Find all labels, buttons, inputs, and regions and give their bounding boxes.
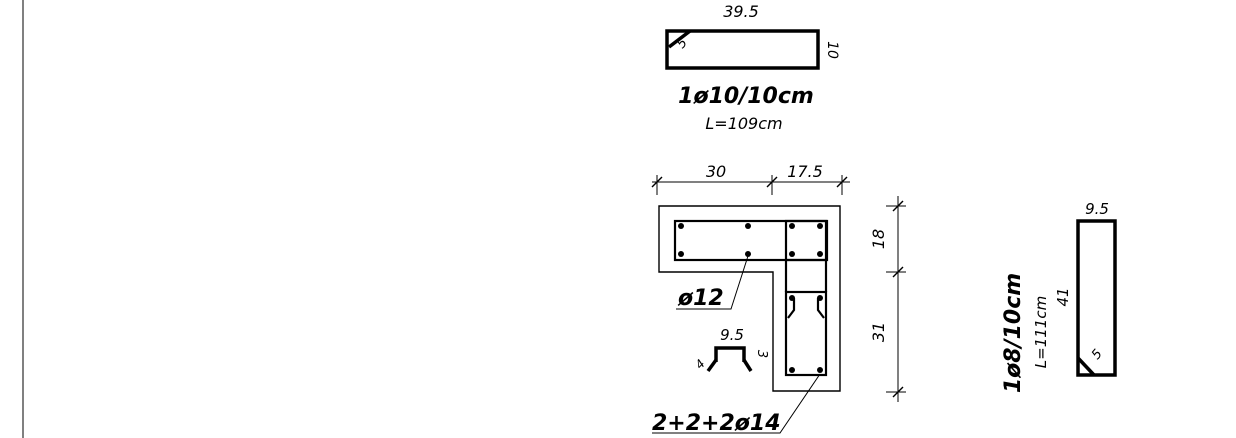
bar-label-leader <box>676 255 749 310</box>
section-stirrup-top <box>673 219 829 262</box>
section-dim-right: 17.5 <box>787 162 823 181</box>
section-stirrup-upper-vertical <box>784 219 828 262</box>
rebar-dot <box>817 295 823 301</box>
section-right-dimension: 18 31 <box>869 196 906 402</box>
cross-tie-left-hook <box>706 358 718 373</box>
rebar-dot <box>789 223 795 229</box>
right-stirrup-spec: 1ø8/10cm <box>1001 273 1026 393</box>
top-stirrup-total-length: L=109cm <box>705 114 782 133</box>
top-stirrup-height-label: 10 <box>824 41 840 59</box>
right-stirrup-shape <box>1076 219 1117 377</box>
rebar-dot <box>789 367 795 373</box>
section-dim-upper: 18 <box>869 229 888 249</box>
rebar-dot <box>817 223 823 229</box>
right-stirrup-hook-label: 5 <box>1089 347 1106 363</box>
rebar-dot <box>817 367 823 373</box>
rebar-dot <box>745 223 751 229</box>
cross-tie-detail: 9.5 3 4 <box>693 326 769 373</box>
cross-tie-shape <box>714 346 746 362</box>
right-stirrup-hook <box>1076 356 1096 377</box>
rebar-dot <box>678 223 684 229</box>
section-detail: 30 17.5 18 31 <box>651 162 906 436</box>
right-stirrup-height-label: 41 <box>1054 287 1072 306</box>
section-bottom-label: 2+2+2ø14 <box>652 411 781 436</box>
section-top-dimension: 30 17.5 <box>651 162 850 195</box>
section-cross-tie-hook-right <box>816 298 825 319</box>
rebar-dot <box>789 295 795 301</box>
section-dim-lower: 31 <box>869 322 888 342</box>
section-cross-tie-hook-left <box>787 298 796 319</box>
section-outline <box>658 205 841 392</box>
cross-tie-right-hook <box>742 359 753 372</box>
section-bar-label: ø12 <box>677 286 724 311</box>
rebar-dot <box>678 251 684 257</box>
top-stirrup: 39.5 10 5 1ø10/10cm L=109cm <box>665 2 840 133</box>
rebar-dot <box>789 251 795 257</box>
top-stirrup-spec: 1ø10/10cm <box>678 84 814 109</box>
top-stirrup-length-label: 39.5 <box>723 2 759 21</box>
right-stirrup-total-length: L=111cm <box>1032 296 1050 368</box>
cross-tie-hook-label: 3 <box>754 350 769 358</box>
section-dim-left: 30 <box>706 162 726 181</box>
top-stirrup-shape <box>665 29 820 70</box>
top-stirrup-hook <box>667 29 692 49</box>
cross-tie-side-label: 4 <box>693 357 708 372</box>
bottom-label-leader <box>652 373 821 434</box>
right-stirrup: 9.5 41 5 1ø8/10cm L=111cm <box>1001 200 1117 393</box>
section-rebar-dots <box>678 223 823 373</box>
rebar-dot <box>817 251 823 257</box>
cross-tie-width-label: 9.5 <box>720 326 744 344</box>
section-stirrup-lower-vertical <box>784 290 828 377</box>
right-stirrup-width-label: 9.5 <box>1085 200 1109 218</box>
rebar-dot <box>745 251 751 257</box>
